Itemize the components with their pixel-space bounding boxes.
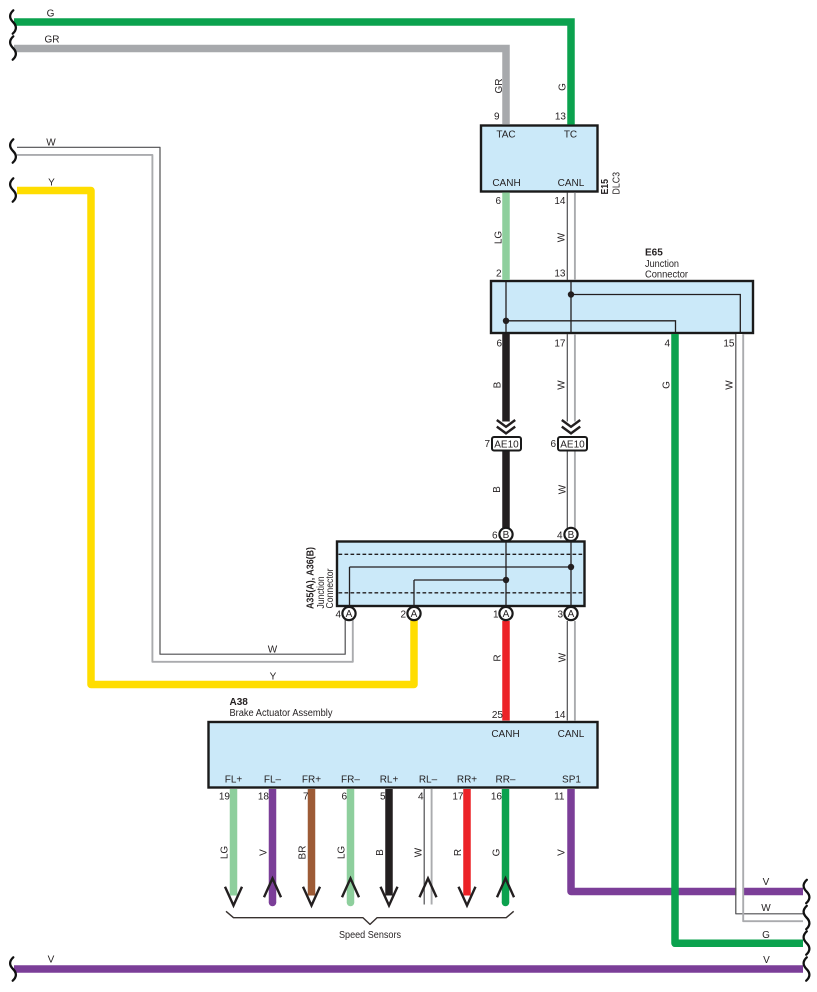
svg-text:4: 4 [664,339,670,350]
svg-text:E65: E65 [645,248,663,259]
svg-text:FR–: FR– [341,775,360,786]
svg-text:Connector: Connector [645,270,689,281]
svg-text:Junction: Junction [645,259,679,270]
svg-text:19: 19 [219,792,231,803]
svg-text:R: R [493,654,504,661]
svg-text:W: W [761,903,771,914]
svg-text:6: 6 [341,792,347,803]
svg-text:3: 3 [557,610,563,621]
svg-text:DLC3: DLC3 [612,172,623,195]
svg-text:4: 4 [557,531,563,542]
svg-text:18: 18 [258,792,270,803]
svg-text:RR–: RR– [495,775,515,786]
svg-text:V: V [763,955,770,966]
svg-text:G: G [762,930,770,941]
svg-text:Brake Actuator Assembly: Brake Actuator Assembly [230,708,333,719]
svg-text:G: G [662,381,673,389]
svg-text:B: B [375,849,386,856]
svg-text:V: V [557,849,568,856]
svg-text:G: G [558,83,569,91]
svg-text:6: 6 [492,531,498,542]
svg-text:25: 25 [492,710,504,721]
svg-text:Junction: Junction [316,577,327,609]
svg-text:CANH: CANH [492,178,520,189]
svg-text:14: 14 [554,196,566,207]
svg-text:B: B [493,381,504,388]
svg-text:FL–: FL– [264,775,282,786]
svg-text:A: A [503,609,510,620]
svg-text:4: 4 [335,610,341,621]
svg-text:W: W [557,232,568,242]
svg-text:1: 1 [493,610,499,621]
svg-text:AE10: AE10 [494,440,519,451]
svg-text:16: 16 [491,792,503,803]
svg-text:RL+: RL+ [380,775,399,786]
svg-text:E15: E15 [600,179,611,195]
svg-text:W: W [725,380,736,390]
svg-text:A: A [568,609,575,620]
svg-text:CANL: CANL [558,729,585,740]
svg-text:FR+: FR+ [302,775,321,786]
svg-text:5: 5 [380,792,386,803]
svg-text:GR: GR [494,79,505,94]
svg-text:13: 13 [555,112,567,123]
svg-text:TC: TC [564,130,577,141]
svg-text:A35(A), A36(B): A35(A), A36(B) [306,547,317,609]
svg-text:W: W [46,138,56,149]
svg-text:R: R [453,849,464,856]
svg-text:11: 11 [554,792,565,803]
svg-text:A: A [411,609,418,620]
svg-text:RL–: RL– [419,775,438,786]
svg-text:15: 15 [723,339,735,350]
svg-text:W: W [558,484,569,494]
svg-text:SP1: SP1 [562,775,581,786]
svg-text:14: 14 [554,710,566,721]
svg-text:B: B [568,530,575,541]
svg-text:7: 7 [303,792,309,803]
svg-text:B: B [492,486,503,493]
svg-text:AE10: AE10 [560,440,585,451]
svg-text:4: 4 [418,792,424,803]
svg-text:Y: Y [48,178,55,189]
svg-text:W: W [414,847,425,857]
svg-text:2: 2 [496,269,502,280]
svg-text:BR: BR [298,846,309,860]
svg-text:LG: LG [220,846,231,860]
svg-text:G: G [47,9,55,20]
svg-text:W: W [558,652,569,662]
svg-text:G: G [492,848,503,856]
svg-text:W: W [557,380,568,390]
svg-text:TAC: TAC [496,130,515,141]
svg-text:9: 9 [494,112,500,123]
svg-text:V: V [48,955,55,966]
svg-text:6: 6 [495,196,501,207]
svg-text:A38: A38 [230,697,249,708]
svg-text:LG: LG [337,846,348,860]
svg-text:CANL: CANL [558,178,585,189]
svg-text:7: 7 [484,439,490,450]
svg-text:6: 6 [496,339,502,350]
svg-text:A: A [346,609,353,620]
svg-text:Y: Y [270,672,277,683]
svg-text:V: V [763,877,770,888]
svg-text:GR: GR [45,35,60,46]
svg-text:2: 2 [400,610,406,621]
svg-text:LG: LG [494,231,505,245]
svg-text:13: 13 [554,269,566,280]
svg-text:CANH: CANH [491,729,519,740]
svg-text:Speed Sensors: Speed Sensors [339,930,401,941]
svg-text:W: W [268,645,278,656]
svg-text:V: V [259,849,270,856]
svg-text:17: 17 [452,792,464,803]
svg-text:RR+: RR+ [457,775,477,786]
svg-text:6: 6 [550,439,556,450]
svg-text:17: 17 [554,339,566,350]
svg-text:B: B [503,530,510,541]
svg-text:Connector: Connector [325,568,336,609]
svg-text:FL+: FL+ [225,775,243,786]
